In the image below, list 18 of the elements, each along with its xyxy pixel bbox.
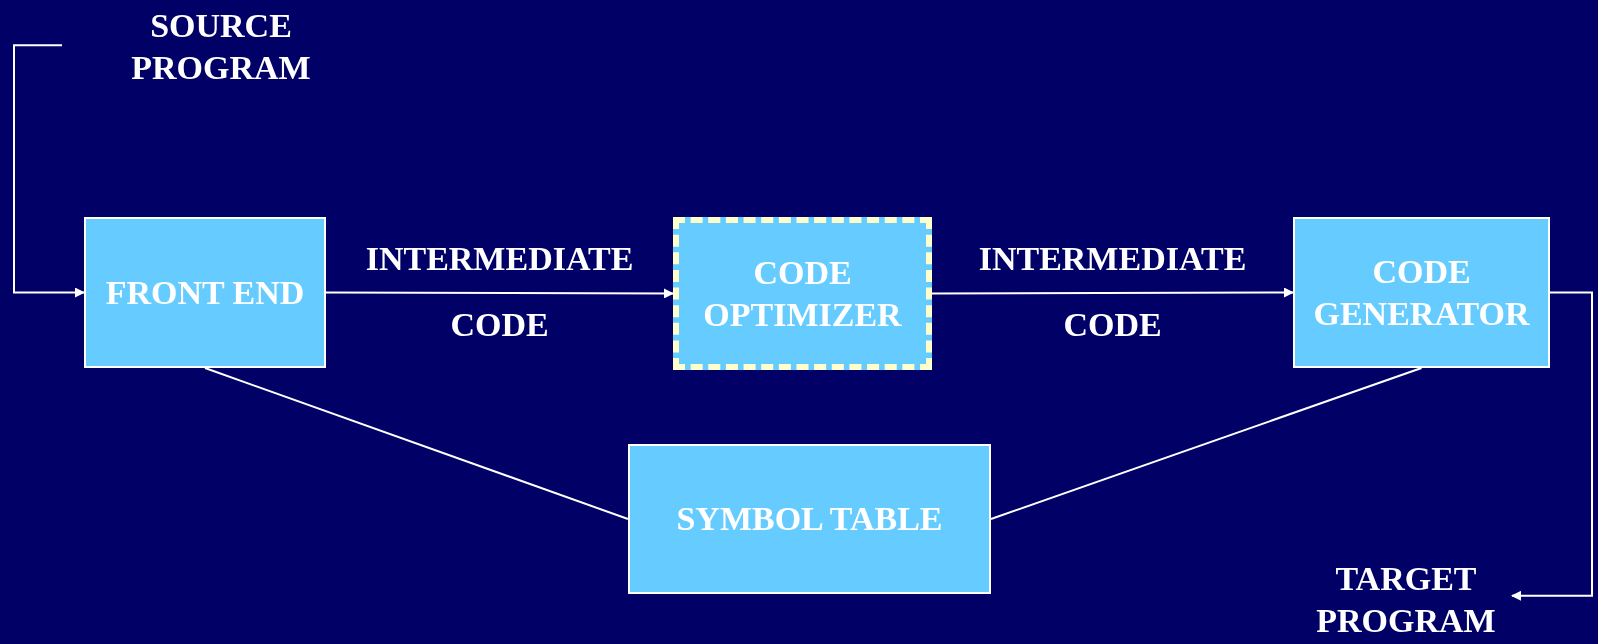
edge-label: INTERMEDIATE CODE	[364, 239, 635, 345]
arrow	[1511, 291, 1593, 601]
process-box	[673, 217, 932, 370]
connector-line	[204, 367, 629, 520]
node-label: CODE GENERATOR	[1312, 251, 1531, 334]
node-label: TARGET PROGRAM	[1315, 559, 1497, 641]
edge-label: INTERMEDIATE CODE	[977, 239, 1248, 345]
process-box	[84, 217, 326, 368]
node-label: SYMBOL TABLE	[676, 499, 943, 539]
process-box	[628, 444, 991, 594]
arrow	[13, 44, 85, 298]
arrow	[325, 288, 674, 299]
process-box	[1293, 217, 1550, 368]
node-label: CODE OPTIMIZER	[702, 252, 903, 335]
node-label: FRONT END	[105, 272, 305, 313]
node-label: SOURCE PROGRAM	[130, 6, 312, 88]
arrow	[931, 287, 1294, 298]
connector-line	[990, 367, 1423, 520]
